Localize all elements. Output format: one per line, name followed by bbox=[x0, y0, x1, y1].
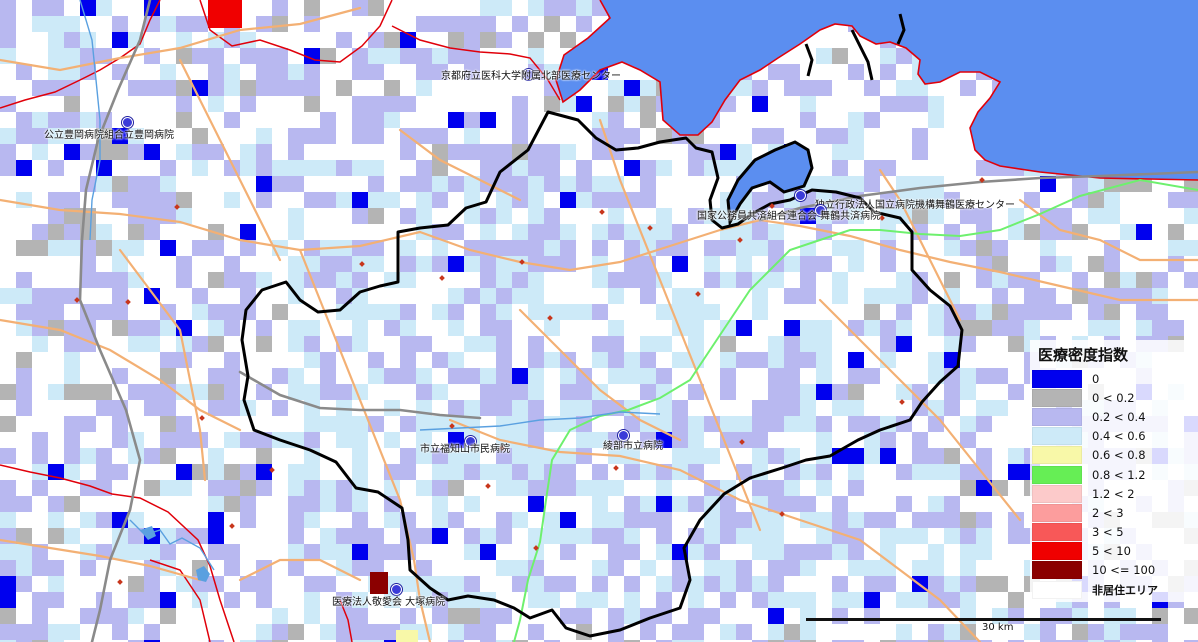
legend-item: 1.2 < 2 bbox=[1032, 484, 1192, 503]
town-markers bbox=[74, 177, 985, 585]
legend-label: 0.6 < 0.8 bbox=[1092, 448, 1146, 463]
legend-label: 3 < 5 bbox=[1092, 525, 1124, 540]
legend-item: 5 < 10 bbox=[1032, 542, 1192, 561]
sea-area bbox=[556, 0, 1198, 180]
legend-label: 0.4 < 0.6 bbox=[1092, 429, 1146, 444]
hospital-icon[interactable] bbox=[391, 584, 402, 595]
legend-swatch bbox=[1032, 427, 1082, 446]
bay-outline bbox=[726, 140, 814, 227]
legend-swatch bbox=[1032, 407, 1082, 426]
legend-label: 5 < 10 bbox=[1092, 544, 1131, 559]
hospital-label: 公立豊岡病院組合立豊岡病院 bbox=[44, 130, 174, 141]
legend-label: 1.2 < 2 bbox=[1092, 486, 1135, 501]
legend-label: 2 < 3 bbox=[1092, 505, 1124, 520]
coastline bbox=[555, 0, 1198, 181]
legend-item: 10 <= 100 bbox=[1032, 561, 1192, 580]
hospital-icon[interactable] bbox=[618, 430, 629, 441]
legend-item: 非居住エリア bbox=[1032, 580, 1192, 599]
hospital-icon[interactable] bbox=[815, 205, 826, 216]
legend-item: 0.2 < 0.4 bbox=[1032, 407, 1192, 426]
scale-bar bbox=[806, 618, 1161, 621]
lake bbox=[140, 526, 156, 540]
hospital-label: 国家公務員共済組合連合会 舞鶴共済病院 bbox=[697, 211, 881, 222]
legend-swatch bbox=[1032, 580, 1082, 599]
hospital-icon[interactable] bbox=[523, 69, 534, 80]
legend-label: 0.2 < 0.4 bbox=[1092, 409, 1146, 424]
hospital-label: 医療法人敬愛会 大塚病院 bbox=[332, 597, 446, 608]
legend-label: 10 <= 100 bbox=[1092, 563, 1156, 578]
legend-label: 0 < 0.2 bbox=[1092, 390, 1135, 405]
legend-label: 非居住エリア bbox=[1092, 583, 1158, 597]
legend-item: 0.4 < 0.6 bbox=[1032, 427, 1192, 446]
legend-swatch bbox=[1032, 465, 1082, 484]
legend-label: 0.8 < 1.2 bbox=[1092, 467, 1146, 482]
legend-item: 0 < 0.2 bbox=[1032, 388, 1192, 407]
legend-label: 0 bbox=[1092, 371, 1100, 386]
legend-swatch bbox=[1032, 542, 1082, 561]
hospital-label: 独立行政法人国立病院機構舞鶴医療センター bbox=[815, 200, 1015, 211]
legend-swatch bbox=[1032, 388, 1082, 407]
hospital-icon[interactable] bbox=[795, 190, 806, 201]
hospital-label: 市立福知山市民病院 bbox=[420, 444, 510, 455]
hospital-icon[interactable] bbox=[122, 117, 133, 128]
lake bbox=[196, 566, 210, 582]
legend-swatch bbox=[1032, 369, 1082, 388]
legend-swatch bbox=[1032, 484, 1082, 503]
legend-item: 3 < 5 bbox=[1032, 523, 1192, 542]
legend-item: 0.6 < 0.8 bbox=[1032, 446, 1192, 465]
legend-title: 医療密度指数 bbox=[1038, 346, 1129, 364]
legend-item: 0.8 < 1.2 bbox=[1032, 465, 1192, 484]
hospital-label: 京都府立医科大学附属北部医療センター bbox=[441, 71, 621, 82]
legend-item: 2 < 3 bbox=[1032, 503, 1192, 522]
hospital-icon[interactable] bbox=[465, 436, 476, 447]
legend-swatch bbox=[1032, 503, 1082, 522]
legend-swatch bbox=[1032, 561, 1082, 580]
legend-swatch bbox=[1032, 446, 1082, 465]
legend-swatch bbox=[1032, 523, 1082, 542]
map-legend: 医療密度指数 0 0 < 0.2 0.2 < 0.4 0.4 < 0.6 0.6 < 0… bbox=[1032, 344, 1192, 599]
scale-label: 30 km bbox=[982, 622, 1014, 633]
legend-item: 0 bbox=[1032, 369, 1192, 388]
hospital-label: 綾部市立病院 bbox=[603, 441, 663, 452]
region-outline bbox=[240, 110, 964, 638]
